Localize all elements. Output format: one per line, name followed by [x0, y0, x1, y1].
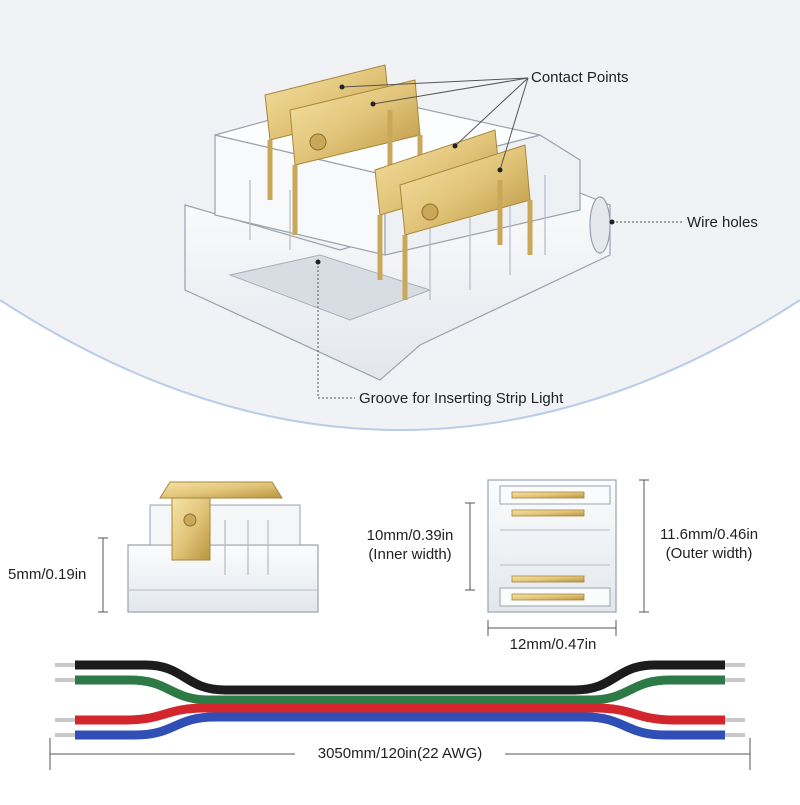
- wire-red: [75, 703, 725, 725]
- connector-side-view: [98, 481, 319, 613]
- dimension-inner-width-value: 10mm/0.39in: [366, 527, 454, 544]
- wire-green: [75, 675, 725, 705]
- callout-leaders: [317, 77, 683, 399]
- wire-hole: [589, 196, 611, 254]
- wire-black: [75, 660, 725, 695]
- cable-length-dimension: [49, 738, 751, 770]
- callout-contact-points: Contact Points: [531, 69, 629, 86]
- dimension-outer-width-value: 11.6mm/0.46in: [659, 526, 759, 543]
- dimension-outer-width-caption: (Outer width): [665, 545, 753, 562]
- dimension-height: 5mm/0.19in: [8, 566, 87, 583]
- callout-wire-holes: Wire holes: [687, 214, 758, 231]
- top-panel-arc: [0, 299, 800, 431]
- connector-top-view: [465, 479, 649, 636]
- dimension-length: 12mm/0.47in: [509, 636, 597, 653]
- callout-dots: [315, 84, 615, 265]
- connector-main-illustration: [184, 64, 611, 381]
- dimension-cable-length: 3050mm/120in(22 AWG): [317, 745, 483, 762]
- wire-blue: [75, 712, 725, 740]
- wire-bundle: [55, 660, 745, 740]
- callout-groove: Groove for Inserting Strip Light: [359, 390, 564, 407]
- dimension-inner-width-caption: (Inner width): [368, 546, 452, 563]
